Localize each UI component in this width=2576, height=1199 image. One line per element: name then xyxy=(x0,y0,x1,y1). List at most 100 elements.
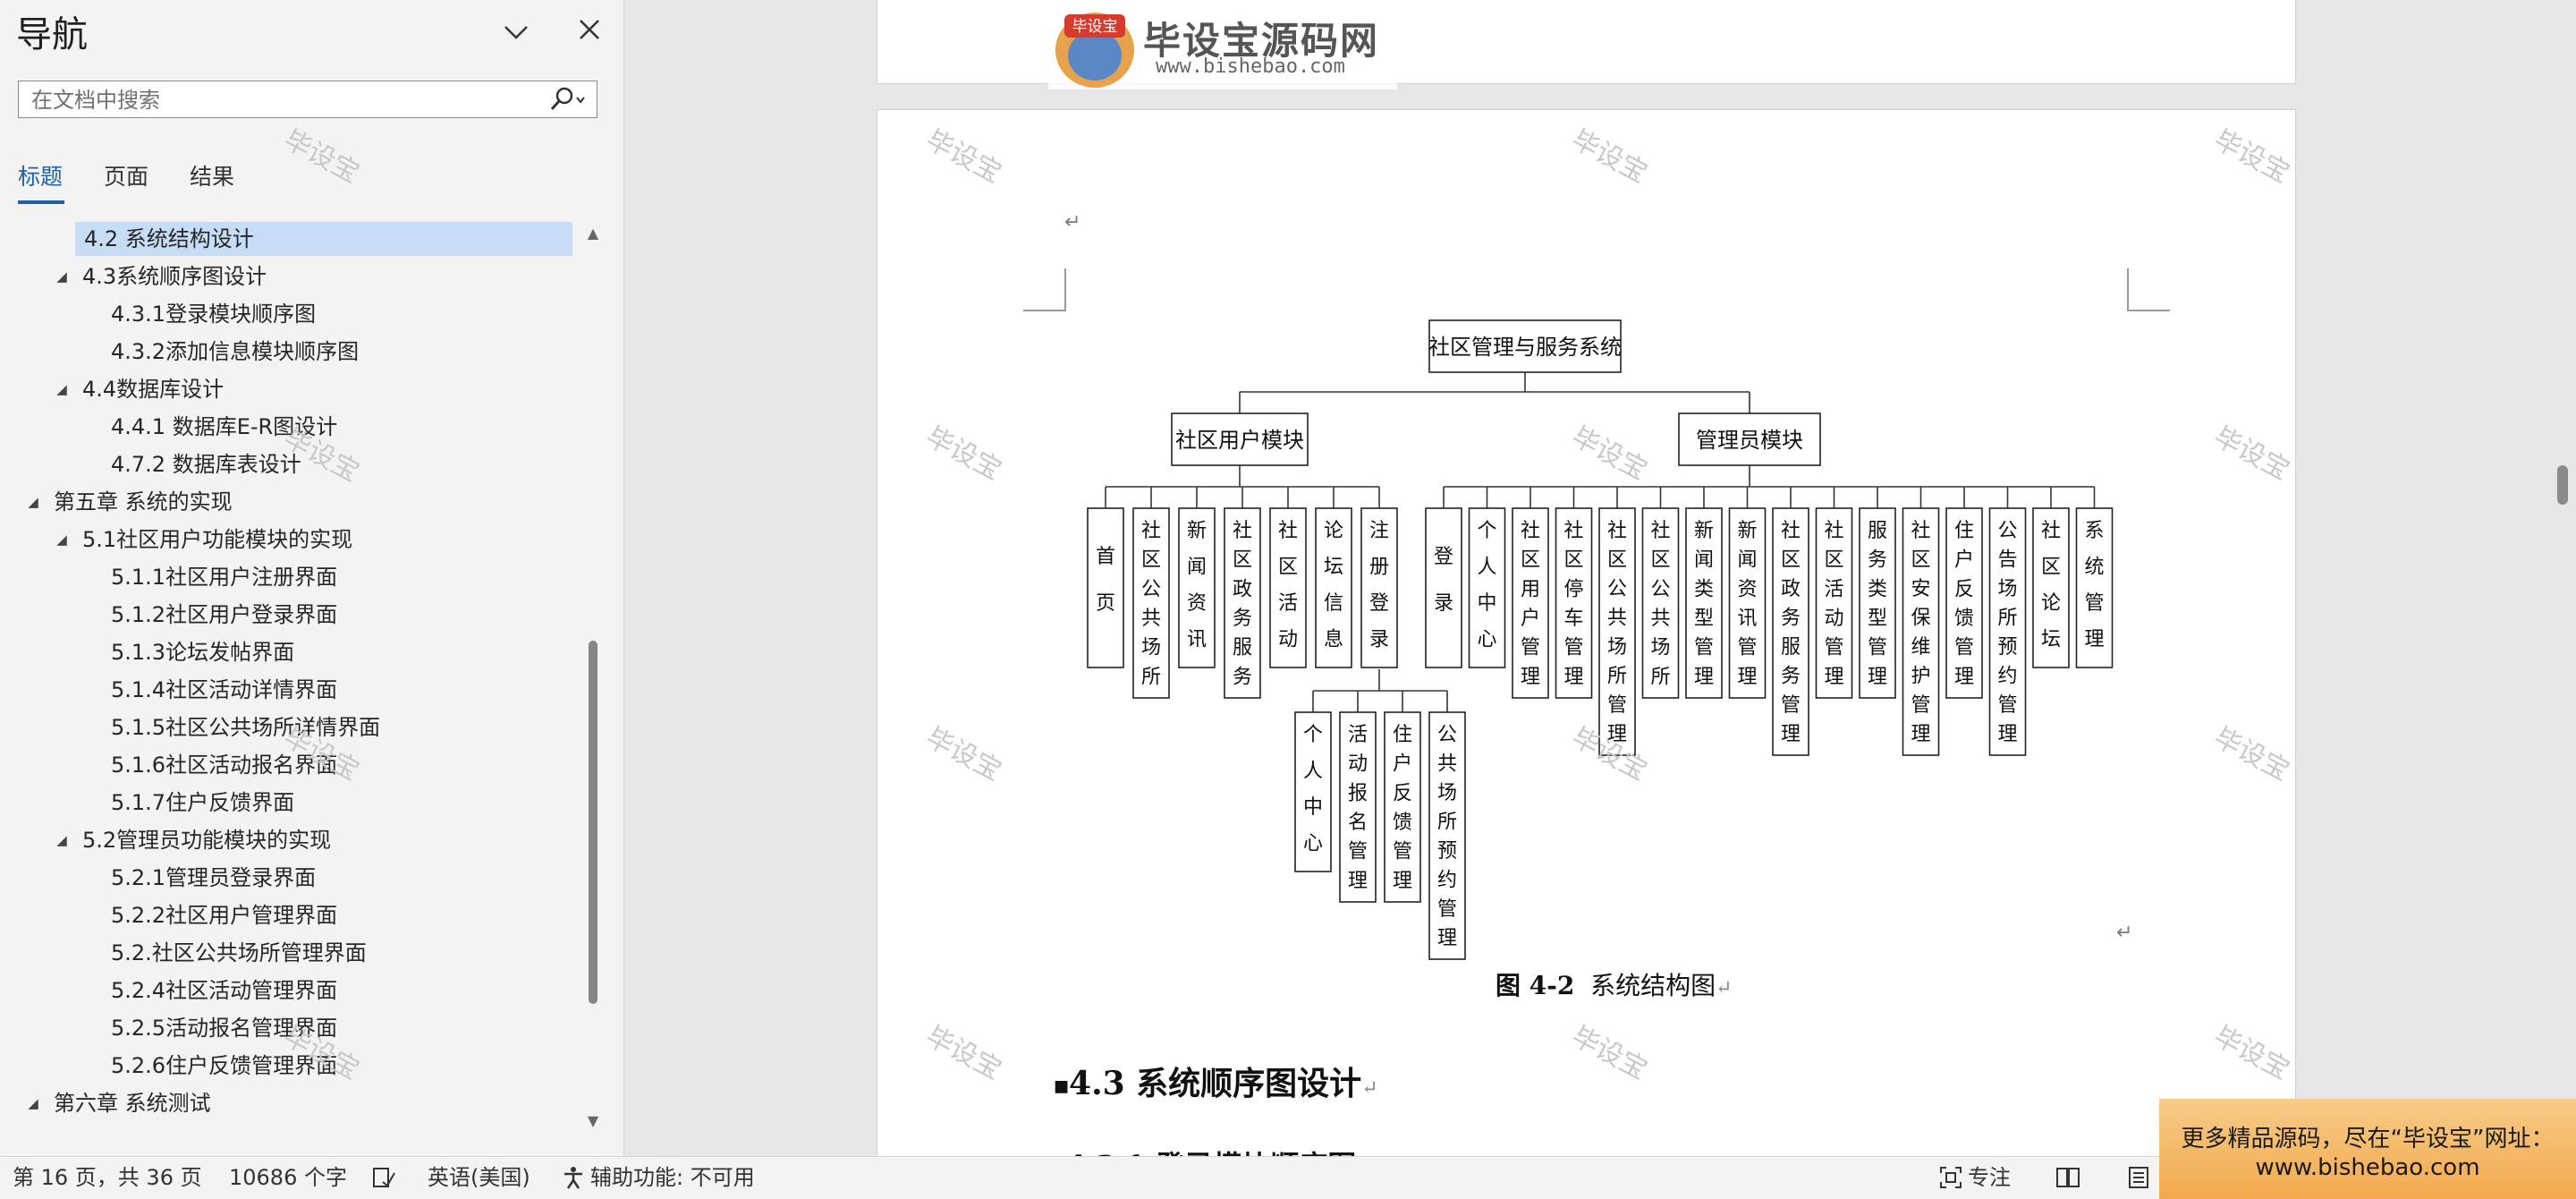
nav-heading-item[interactable]: 5.1.5社区公共场所详情界面 xyxy=(0,710,380,744)
diagram-box xyxy=(1945,507,1983,699)
nav-heading-item[interactable]: 5.1.3论坛发帖界面 xyxy=(0,635,294,669)
nav-heading-label: 4.4数据库设计 xyxy=(82,377,225,402)
accessibility-icon[interactable] xyxy=(562,1166,585,1189)
nav-heading-item[interactable]: 5.2.4社区活动管理界面 xyxy=(0,974,337,1008)
diagram-box xyxy=(1132,507,1170,699)
nav-heading-label: 4.3.2添加信息模块顺序图 xyxy=(111,339,360,364)
nav-heading-item[interactable]: ◢ 5.2管理员功能模块的实现 xyxy=(0,823,331,857)
diagram-box-label: 个人中心 xyxy=(1303,724,1323,855)
diagram-box-label: 住户反馈管理 xyxy=(1954,520,1974,688)
nav-heading-label: 5.1.2社区用户登录界面 xyxy=(111,602,338,627)
active-tab-indicator xyxy=(18,200,64,204)
navigation-pane: 导航 标题 页面 结果 4.2 系统结构设计◢4.3系统顺序图设计4.3.1登录… xyxy=(0,0,624,1156)
nav-heading-item[interactable]: ◢ 4.4数据库设计 xyxy=(0,372,224,406)
diagram-box-label: 注册登录 xyxy=(1369,520,1389,651)
diagram-box-label: 新闻资讯管理 xyxy=(1737,520,1757,688)
margin-corner-mark xyxy=(2127,268,2170,311)
diagram-box xyxy=(1598,507,1636,756)
heading-tree: 4.2 系统结构设计 ◢4.3系统顺序图设计 4.3.1登录模块顺序图 4.3.2添加… xyxy=(0,220,578,1135)
nav-heading-item[interactable]: 5.2.社区公共场所管理界面 xyxy=(0,936,367,970)
diagram-box-label: 社区政务服务管理 xyxy=(1781,520,1801,746)
diagram-box xyxy=(1685,507,1723,699)
nav-heading-item[interactable]: 5.2.6住户反馈管理界面 xyxy=(0,1049,337,1083)
collapse-triangle-icon[interactable]: ◢ xyxy=(28,494,38,510)
diagram-box xyxy=(1425,507,1462,668)
diagram-box xyxy=(1815,507,1853,699)
nav-heading-label: 5.2管理员功能模块的实现 xyxy=(82,828,332,853)
search-icon[interactable] xyxy=(547,85,588,114)
nav-heading-item[interactable]: 5.1.6社区活动报名界面 xyxy=(0,748,337,782)
figure-number: 图 4-2 xyxy=(1496,971,1575,1000)
nav-heading-label: 5.2.4社区活动管理界面 xyxy=(111,978,338,1003)
diagram-box-label: 新闻资讯 xyxy=(1187,520,1207,651)
diagram-box xyxy=(1360,507,1398,668)
promo-line-1: 更多精品源码，尽在“毕设宝”网址： xyxy=(2181,1126,2555,1152)
bishebao-logo: 毕设宝 xyxy=(1048,5,1397,89)
page-count[interactable]: 第 16 页，共 36 页 xyxy=(13,1165,202,1190)
logo-badge: 毕设宝 xyxy=(1072,18,1118,36)
nav-scrollbar[interactable]: ▲ ▼ xyxy=(581,220,605,1135)
diagram-box xyxy=(2075,507,2114,668)
diagram-box xyxy=(1315,507,1352,668)
collapse-triangle-icon[interactable]: ◢ xyxy=(56,832,67,848)
nav-heading-item[interactable]: ◢ 5.1社区用户功能模块的实现 xyxy=(0,523,352,557)
nav-heading-item[interactable]: ◢第六章 系统测试 xyxy=(0,1086,210,1120)
nav-options-button[interactable] xyxy=(496,11,537,52)
diagram-box xyxy=(1902,507,1940,756)
read-mode-icon[interactable] xyxy=(2055,1166,2080,1189)
language-status[interactable]: 英语(美国) xyxy=(428,1165,530,1190)
diagram-box xyxy=(1269,507,1307,668)
collapse-triangle-icon[interactable]: ◢ xyxy=(28,1095,38,1111)
nav-heading-item[interactable]: 4.7.2 数据库表设计 xyxy=(0,447,301,481)
tab-pages[interactable]: 页面 xyxy=(104,164,149,190)
collapse-triangle-icon[interactable]: ◢ xyxy=(56,268,67,285)
word-count[interactable]: 10686 个字 xyxy=(229,1165,347,1190)
nav-heading-item[interactable]: 5.1.1社区用户注册界面 xyxy=(0,560,337,594)
scroll-down-arrow-icon[interactable]: ▼ xyxy=(587,1112,599,1129)
diagram-box-label: 社区活动 xyxy=(1278,520,1298,651)
nav-heading-item[interactable]: ◢4.3系统顺序图设计 xyxy=(0,259,267,293)
focus-mode-button[interactable]: 专注 xyxy=(1968,1165,2011,1190)
tab-results[interactable]: 结果 xyxy=(190,164,235,190)
promo-url[interactable]: www.bishebao.com xyxy=(2255,1154,2480,1181)
tab-headings[interactable]: 标题 xyxy=(18,164,64,190)
print-layout-icon[interactable] xyxy=(2127,1166,2150,1189)
scroll-thumb[interactable] xyxy=(589,641,597,1004)
search-input[interactable] xyxy=(30,81,552,119)
nav-heading-item[interactable]: 5.2.2社区用户管理界面 xyxy=(0,898,337,932)
nav-heading-label: 5.1社区用户功能模块的实现 xyxy=(82,527,353,552)
diagram-box-label: 社区管理与服务系统 xyxy=(1428,335,1622,360)
nav-heading-item[interactable]: 4.2 系统结构设计 xyxy=(75,222,572,256)
nav-heading-label: 5.2.6住户反馈管理界面 xyxy=(111,1053,338,1078)
focus-icon[interactable] xyxy=(1939,1166,1962,1189)
nav-heading-item[interactable]: 5.1.4社区活动详情界面 xyxy=(0,673,337,707)
nav-heading-item[interactable]: 4.3.1登录模块顺序图 xyxy=(0,297,316,331)
nav-heading-item[interactable]: 4.4.1 数据库E-R图设计 xyxy=(0,410,337,444)
nav-heading-label: 5.1.4社区活动详情界面 xyxy=(111,677,338,702)
nav-heading-item[interactable]: 5.2.1管理员登录界面 xyxy=(0,861,316,895)
collapse-triangle-icon[interactable]: ◢ xyxy=(56,381,67,397)
nav-heading-item[interactable]: 5.2.5活动报名管理界面 xyxy=(0,1011,337,1045)
diagram-box-label: 住户反馈管理 xyxy=(1393,724,1412,892)
promo-banner[interactable]: 更多精品源码，尽在“毕设宝”网址： www.bishebao.com xyxy=(2159,1099,2576,1199)
nav-heading-item[interactable]: 4.3.2添加信息模块顺序图 xyxy=(0,335,359,369)
diagram-box-label: 社区公共场所 xyxy=(1650,520,1670,688)
nav-heading-label: 4.4.1 数据库E-R图设计 xyxy=(111,414,338,439)
nav-heading-item[interactable]: ◢第五章 系统的实现 xyxy=(0,485,232,519)
scroll-up-arrow-icon[interactable]: ▲ xyxy=(587,225,599,242)
proofing-icon[interactable] xyxy=(372,1166,395,1189)
nav-heading-item[interactable]: 5.1.2社区用户登录界面 xyxy=(0,598,337,632)
heading-4-3[interactable]: ■4.3 系统顺序图设计↵ xyxy=(1054,1065,1378,1102)
diagram-box-label: 社区停车管理 xyxy=(1563,520,1583,688)
document-scroll-thumb[interactable] xyxy=(2557,465,2568,505)
nav-heading-label: 4.2 系统结构设计 xyxy=(84,226,254,251)
nav-heading-label: 5.2.2社区用户管理界面 xyxy=(111,903,338,928)
diagram-box xyxy=(1555,507,1593,699)
diagram-box xyxy=(1988,507,2027,756)
nav-close-button[interactable] xyxy=(569,11,610,52)
diagram-box xyxy=(1641,507,1680,699)
accessibility-status[interactable]: 辅助功能: 不可用 xyxy=(590,1165,755,1190)
collapse-triangle-icon[interactable]: ◢ xyxy=(56,531,67,548)
nav-heading-item[interactable]: 5.1.7住户反馈界面 xyxy=(0,786,294,820)
diagram-box xyxy=(1859,507,1896,699)
